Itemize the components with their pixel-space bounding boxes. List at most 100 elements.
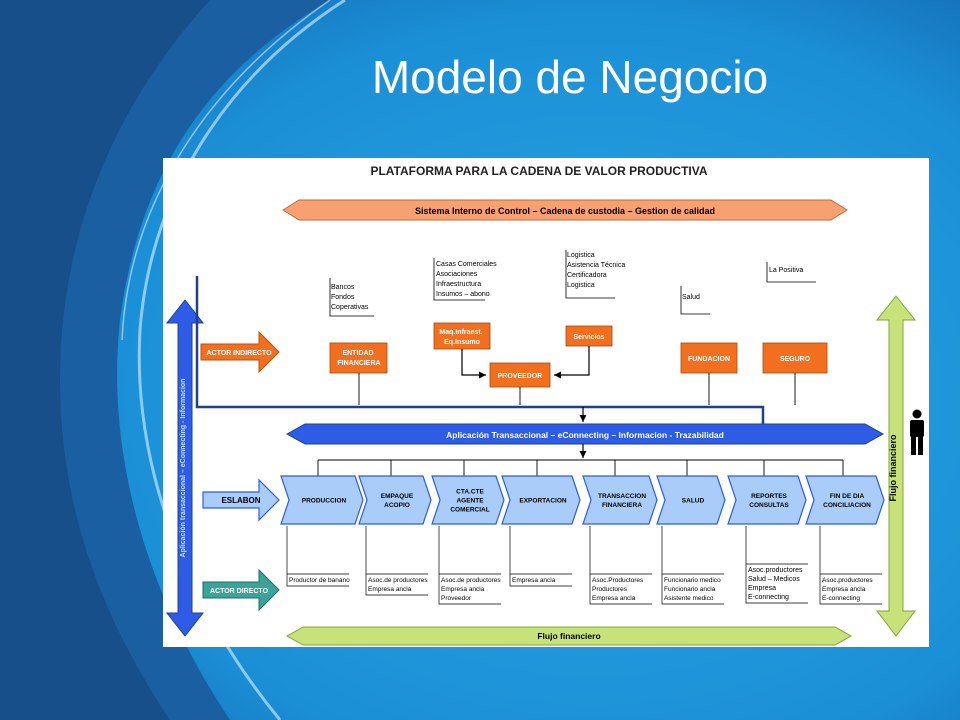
- slide-title: Modelo de Negocio: [371, 51, 769, 103]
- chain-step-note: Empresa ancla: [368, 586, 412, 593]
- seguro-note: La Positiva: [769, 267, 803, 274]
- chain-step-note: Empresa: [748, 585, 776, 592]
- control-system-banner: Sistema Interno de Control – Cadena de c…: [282, 199, 848, 221]
- entidad-financiera-box: [329, 342, 388, 374]
- chain-step-shape: [727, 475, 807, 525]
- servicios-note: Logistica: [567, 252, 595, 259]
- finance-banner-label: Flujo financiero: [537, 631, 600, 641]
- diagram-title: PLATAFORMA PARA LA CADENA DE VALOR PRODU…: [370, 164, 707, 178]
- chain-step-label: REPORTES: [751, 493, 787, 500]
- note-bracket: [509, 526, 572, 587]
- note-bracket: [438, 526, 501, 605]
- actor-indirecto-arrow: ACTOR INDIRECTO: [200, 330, 280, 374]
- chain-step-label: CONSULTAS: [749, 502, 789, 509]
- chain-step-shape: [280, 475, 364, 525]
- maq-note: Insumos – abono: [436, 291, 490, 298]
- entidad-note: Fondos: [331, 294, 355, 301]
- chain-step-label: ACOPIO: [384, 502, 410, 509]
- business-model-diagram: PLATAFORMA PARA LA CADENA DE VALOR PRODU…: [163, 158, 929, 647]
- eslabon-label: ESLABON: [221, 496, 260, 505]
- chain-step: CTA.CTE AGENTE COMERCIAL Asoc.de productore…: [431, 475, 505, 605]
- fundacion-note: Salud: [682, 294, 700, 301]
- proveedor-box: [489, 362, 551, 388]
- left-information-axis: Aplicación transaccional – eConnecting -…: [165, 299, 205, 637]
- chain-step-note: E-connecting: [748, 594, 789, 601]
- seguro-label: SEGURO: [780, 356, 811, 363]
- entidad-note: Bancos: [331, 284, 355, 291]
- left-axis-label: Aplicación transaccional – eConnecting -…: [180, 379, 187, 558]
- chain-step-note: Asoc.productores: [822, 577, 873, 584]
- maq-note: Infraestructura: [436, 281, 481, 288]
- fundacion-box: [680, 342, 738, 374]
- svg-text:Maq.Infraest. Eq.Insumo: Maq.Infraest. Eq.Insumo: [439, 329, 484, 346]
- chain-step-shape: [582, 475, 658, 525]
- chain-step-note: Empresa ancla: [592, 595, 636, 602]
- servicios-note: Certificadora: [567, 272, 607, 279]
- chain-step-shape: [358, 475, 432, 525]
- chain-step-note: E-connecting: [822, 595, 860, 602]
- entidad-financiera: Bancos Fondos Coperativas ENTIDAD FINANC…: [329, 278, 388, 374]
- chain-step-label: CONCILIACION: [823, 502, 871, 509]
- servicios-note: Logistica: [567, 282, 595, 289]
- platform-banner-label: Aplicación Transaccional – eConnecting –…: [446, 430, 724, 440]
- chain-step-label: FIN DE DIA: [830, 493, 865, 500]
- svg-text:ENTIDAD FINANCIERA: ENTIDAD FINANCIERA: [337, 350, 380, 367]
- chain-step-label: PRODUCCION: [302, 498, 347, 505]
- maq-label: Maq.Infraest.: [439, 329, 482, 336]
- entidad-note: Coperativas: [331, 304, 369, 311]
- svg-text:Logistica Asistencia Téc: Logistica Asistencia Técnica Certificado…: [567, 252, 627, 289]
- fundacion: Salud FUNDACION: [680, 286, 738, 374]
- chain-step-label: COMERCIAL: [450, 507, 489, 514]
- proveedor-label: PROVEEDOR: [498, 373, 543, 380]
- value-chain: PRODUCCION Productor de banano EMPAQUE ACOP…: [280, 475, 885, 605]
- note-bracket: [589, 526, 652, 605]
- chain-step-shape: [656, 475, 726, 525]
- servicios-note: Asistencia Técnica: [567, 262, 625, 269]
- platform-banner: Aplicación Transaccional – eConnecting –…: [285, 423, 885, 445]
- finance-banner: Flujo financiero: [285, 626, 853, 646]
- chain-step-note: Proveedor: [441, 595, 472, 602]
- person-icon: [910, 409, 924, 455]
- actor-directo-label: ACTOR DIRECTO: [210, 588, 269, 595]
- navy-connector: [195, 276, 771, 440]
- chain-step-note: Empresa ancla: [822, 586, 866, 593]
- entidad-label: ENTIDAD: [342, 350, 373, 357]
- chain-step: PRODUCCION Productor de banano: [280, 475, 364, 587]
- right-financial-axis: Flujo financiero: [875, 295, 917, 637]
- indirect-actor-links: [358, 373, 796, 405]
- chain-step-note: Asoc.de productores: [441, 577, 501, 584]
- chain-step-note: Asistente medico: [664, 595, 714, 602]
- seguro: La Positiva SEGURO: [762, 262, 828, 374]
- chain-step-note: Empresa ancla: [441, 586, 485, 593]
- chain-step-note: Productor de banano: [289, 577, 350, 584]
- seguro-box: [762, 342, 828, 374]
- chain-step-shape: [805, 475, 885, 525]
- chain-step-note: Asoc.de productores: [368, 577, 428, 584]
- control-banner-label: Sistema Interno de Control – Cadena de c…: [415, 206, 715, 216]
- entidad-label: FINANCIERA: [337, 360, 380, 367]
- servicios: Logistica Asistencia Técnica Certificado…: [565, 250, 627, 347]
- chain-step-label: CTA.CTE: [456, 489, 484, 496]
- svg-text:Casas Comerciales Asocia: Casas Comerciales Asociaciones Infraestr…: [436, 261, 499, 298]
- servicios-to-proveedor-line: [554, 346, 590, 379]
- note-bracket: [745, 526, 808, 604]
- chain-step-note: Funcionario ancla: [664, 586, 716, 593]
- chain-step-note: Salud – Medicos: [748, 576, 800, 583]
- actor-directo-arrow: ACTOR DIRECTO: [202, 568, 280, 612]
- chain-step: EMPAQUE ACOPIO Asoc.de productoresEmpresa …: [358, 475, 432, 596]
- chain-step-label: EMPAQUE: [381, 493, 414, 500]
- chain-step: FIN DE DIA CONCILIACION Asoc.productoresEm…: [805, 475, 885, 605]
- chain-step-label: AGENTE: [456, 498, 484, 505]
- chain-step: TRANSACCIONFINANCIERAAsoc.ProductoresPro…: [582, 475, 658, 605]
- note-bracket: [286, 526, 349, 587]
- proveedor: PROVEEDOR: [489, 362, 551, 388]
- chain-step-label: EXPORTACION: [519, 498, 566, 505]
- chain-step-label: FINANCIERA: [602, 502, 642, 509]
- chain-step-note: Productores: [592, 586, 628, 593]
- maq-note: Casas Comerciales: [436, 261, 497, 268]
- maq-note: Asociaciones: [436, 271, 478, 278]
- chain-step-note: Funcionario medico: [664, 577, 721, 584]
